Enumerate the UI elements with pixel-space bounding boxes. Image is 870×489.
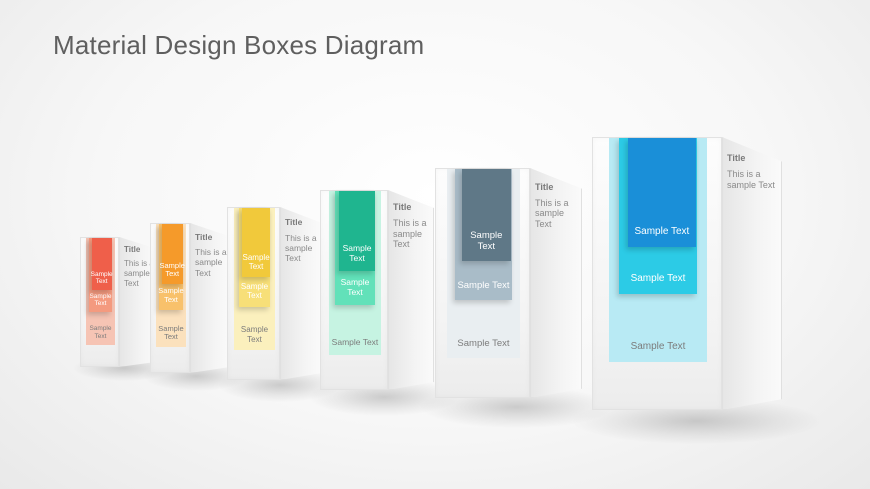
panel-label: Sample Text bbox=[470, 230, 503, 253]
panel-label: Sample Text bbox=[158, 323, 184, 342]
panel-layer-3: Sample Text bbox=[159, 224, 185, 284]
panel-layer-3: Sample Text bbox=[90, 238, 113, 290]
box-side-title: Title bbox=[393, 202, 412, 212]
box-side-body: This is a sample Text bbox=[727, 169, 775, 190]
panel-label: Sample Text bbox=[89, 325, 112, 340]
box-side-body: This is a sample Text bbox=[285, 232, 317, 263]
box-side-title: Title bbox=[727, 153, 746, 164]
box-side-face bbox=[388, 190, 434, 390]
panel-label: Sample Text bbox=[340, 277, 370, 298]
box-side-body: This is a sample Text bbox=[195, 247, 227, 278]
panel-label: Sample Text bbox=[89, 292, 112, 308]
panel-label: Sample Text bbox=[242, 252, 270, 271]
page-title: Material Design Boxes Diagram bbox=[53, 30, 425, 60]
box-side-body: This is a sample Text bbox=[393, 217, 427, 250]
box-side-body: This is a sample Text bbox=[124, 259, 154, 288]
panel-label: Sample Text bbox=[331, 337, 379, 348]
panel-label: Sample Text bbox=[158, 286, 184, 304]
panel-layer-3: Sample Text bbox=[242, 208, 270, 278]
panel-label: Sample Text bbox=[630, 340, 686, 352]
panel-layer-3: Sample Text bbox=[461, 169, 512, 261]
box-side-face bbox=[530, 168, 582, 398]
box-side-face bbox=[190, 223, 230, 373]
box-side-title: Title bbox=[124, 244, 141, 254]
panel-label: Sample Text bbox=[630, 272, 686, 284]
panel-label: Sample Text bbox=[634, 226, 690, 238]
panel-label: Sample Text bbox=[457, 280, 510, 292]
panel-label: Sample Text bbox=[240, 325, 269, 344]
panel-label: Sample Text bbox=[159, 260, 185, 279]
panel-layer-3: Sample Text bbox=[339, 191, 375, 271]
box-side-title: Title bbox=[195, 232, 213, 242]
box-side-body: This is a sample Text bbox=[535, 197, 569, 230]
panel-label: Sample Text bbox=[240, 282, 269, 301]
box-side-title: Title bbox=[535, 181, 554, 192]
box-side-face bbox=[280, 207, 321, 380]
panel-label: Sample Text bbox=[342, 243, 372, 264]
box-side-title: Title bbox=[285, 217, 303, 228]
box-side-face bbox=[722, 137, 782, 410]
panel-label: Sample Text bbox=[90, 270, 113, 285]
panel-layer-3: Sample Text bbox=[628, 138, 696, 248]
panel-label: Sample Text bbox=[457, 337, 510, 349]
